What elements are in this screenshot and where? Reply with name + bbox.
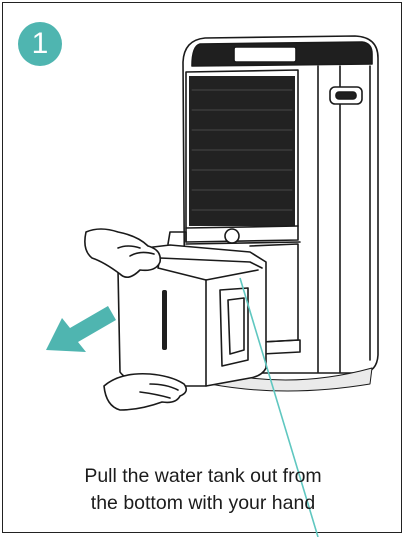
step-number: 1 (32, 29, 49, 59)
step-number-badge: 1 (18, 22, 62, 66)
air-grille (189, 76, 295, 226)
lower-hand (104, 374, 186, 410)
arrow-left-down-icon (46, 306, 116, 352)
instruction-caption: Pull the water tank out from the bottom … (0, 463, 406, 517)
caption-line-2: the bottom with your hand (0, 490, 406, 517)
caption-line-1: Pull the water tank out from (0, 463, 406, 490)
